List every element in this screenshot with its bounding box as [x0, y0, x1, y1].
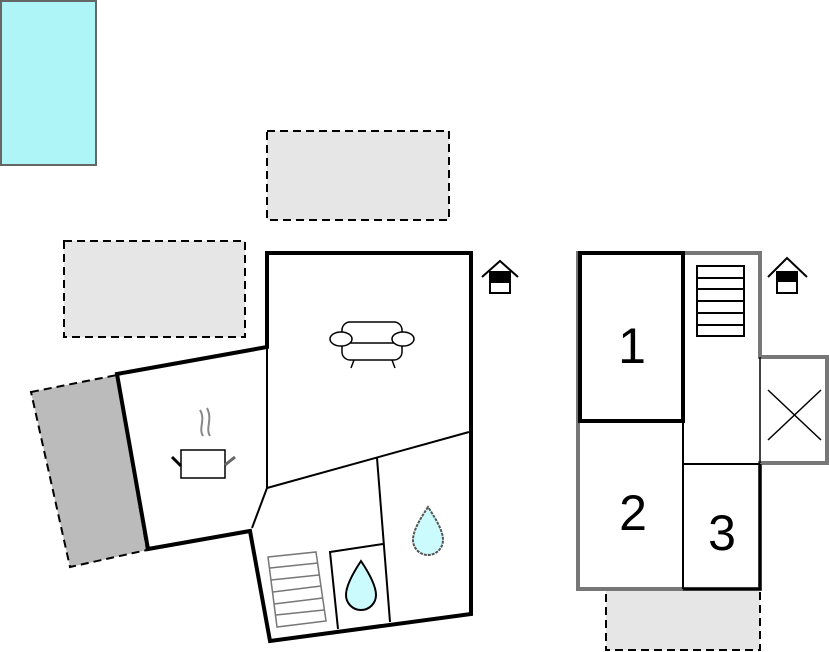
- void-cross-icon: [767, 389, 822, 441]
- water-drop-icon: [411, 505, 445, 556]
- entrance-house-icon: [481, 259, 519, 294]
- room-label-3: 3: [708, 505, 736, 561]
- stairs-icon: [267, 551, 327, 628]
- room-1: [578, 251, 685, 423]
- terrace-left: [63, 240, 246, 338]
- cooking-pot-icon: [170, 407, 236, 479]
- ground-floor: [114, 251, 519, 644]
- room-label-2: 2: [619, 485, 647, 541]
- pool: [0, 0, 97, 166]
- water-drop-icon: [344, 559, 378, 611]
- terrace-bottom: [605, 589, 761, 651]
- room-label-1: 1: [618, 318, 646, 374]
- sofa-icon: [329, 321, 415, 369]
- terrace-top: [266, 130, 450, 221]
- upper-floor: 1 2 3: [576, 251, 829, 591]
- interior-walls: [251, 347, 470, 630]
- entrance-house-icon: [767, 256, 808, 294]
- stairs-icon: [696, 265, 745, 337]
